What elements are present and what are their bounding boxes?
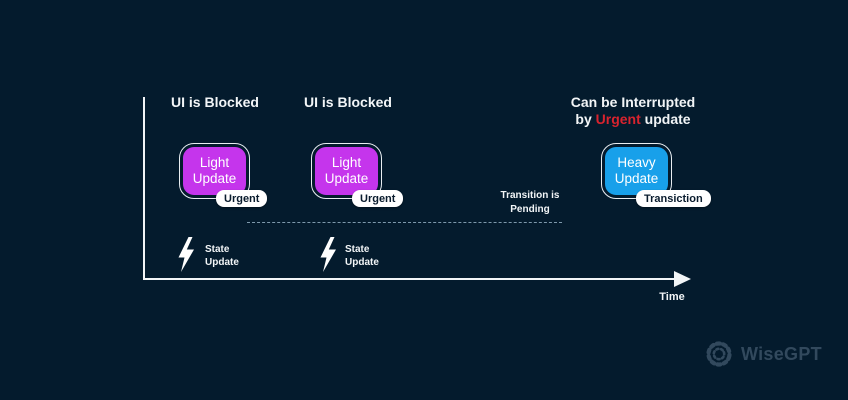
- group2-title: UI is Blocked: [304, 94, 392, 110]
- heavy-update-box: Heavy Update Transiction: [601, 143, 711, 207]
- state-update-label-1: State Update: [205, 244, 239, 269]
- state-update-label-2: State Update: [345, 244, 379, 269]
- group3-title-line2-suffix: update: [640, 110, 691, 127]
- group3-title: Can be Interrupted by Urgent update: [553, 94, 713, 127]
- heavy-update-box-fill: Heavy Update: [605, 147, 668, 195]
- light-update-box-1-label: Light Update: [192, 154, 237, 186]
- time-axis-label: Time: [659, 291, 685, 303]
- lightning-bolt-icon-2: [320, 237, 336, 272]
- light-update-box-2-label: Light Update: [324, 154, 369, 186]
- time-axis-line: [143, 278, 676, 280]
- group3-title-urgent-highlight: Urgent: [595, 110, 641, 127]
- wisegpt-logo: WiseGPT: [704, 339, 822, 369]
- group3-title-line2-prefix: by: [575, 110, 596, 127]
- heavy-update-box-label: Heavy Update: [614, 154, 659, 186]
- time-axis-arrowhead-icon: [674, 271, 691, 287]
- group1-title: UI is Blocked: [171, 94, 259, 110]
- light-update-box-2: Light Update Urgent: [311, 143, 404, 207]
- urgent-badge-2: Urgent: [352, 190, 404, 207]
- light-update-box-1-fill: Light Update: [183, 147, 246, 195]
- wisegpt-logo-text: WiseGPT: [741, 343, 822, 364]
- light-update-box-2-fill: Light Update: [315, 147, 378, 195]
- transiction-badge: Transiction: [636, 190, 711, 207]
- group3-title-line1: Can be Interrupted: [570, 94, 696, 110]
- wisegpt-burst-icon: [706, 341, 732, 367]
- urgent-badge-1: Urgent: [216, 190, 268, 207]
- y-axis-line: [143, 97, 145, 280]
- light-update-box-1: Light Update Urgent: [179, 143, 268, 207]
- transition-pending-label: Transition is Pending: [500, 190, 560, 215]
- lightning-bolt-icon-1: [178, 237, 194, 272]
- pending-dashed-line: [247, 222, 562, 223]
